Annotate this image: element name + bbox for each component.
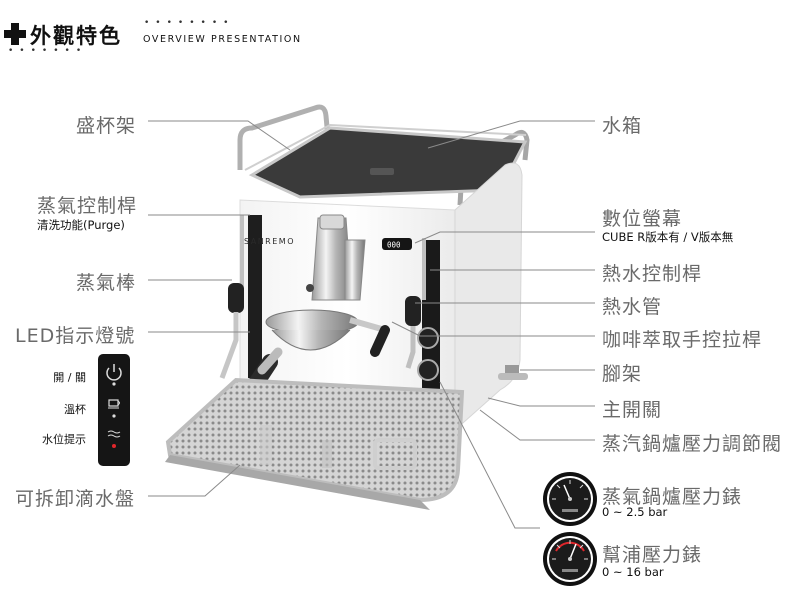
label-steam-wand: 蒸氣棒 [76, 272, 137, 294]
label-steam-lever-sub: 清洗功能(Purge) [37, 218, 125, 232]
boiler-gauge-icon [543, 472, 597, 526]
water-led [112, 444, 116, 448]
label-steam-lever: 蒸氣控制桿 [37, 195, 138, 217]
brand-text: SANREMO [244, 237, 295, 246]
led-label-power: 開 / 關 [53, 371, 86, 384]
cross-icon [4, 23, 26, 45]
pump-gauge-icon [543, 532, 597, 586]
section-title: 外觀特色 [30, 24, 122, 48]
led-panel [98, 354, 130, 466]
label-hot-water-pipe: 熱水管 [602, 296, 663, 318]
title-dots-top: •••••••• [144, 18, 235, 28]
cup-icon [108, 399, 120, 409]
svg-text:000: 000 [387, 241, 401, 250]
label-feet: 腳架 [602, 363, 643, 385]
section-subtitle: OVERVIEW PRESENTATION [143, 34, 302, 45]
title-dots-bottom: ••••••• [8, 46, 88, 56]
pump-gauge-range: 0 ~ 16 bar [602, 565, 664, 579]
label-hot-water-lever: 熱水控制桿 [602, 263, 703, 285]
label-main-switch: 主開關 [602, 399, 663, 421]
label-cup-rack: 盛杯架 [76, 115, 137, 137]
label-display-sub: CUBE R版本有 / V版本無 [602, 230, 734, 244]
label-pump-gauge: 幫浦壓力錶 [602, 544, 703, 566]
label-tank: 水箱 [602, 115, 643, 137]
power-icon [106, 364, 122, 381]
label-pressure-valve: 蒸汽鍋爐壓力調節閥 [602, 433, 783, 455]
led-label-cup: 溫杯 [64, 403, 86, 416]
boiler-gauge-range: 0 ~ 2.5 bar [602, 505, 668, 519]
digital-display [382, 238, 412, 250]
led-label-water: 水位提示 [42, 433, 86, 446]
label-handle-lever: 咖啡萃取手控拉桿 [602, 329, 763, 351]
label-led: LED指示燈號 [15, 325, 136, 347]
water-level-icon [107, 430, 121, 438]
label-drip-tray: 可拆卸滴水盤 [15, 488, 136, 510]
label-boiler-gauge: 蒸氣鍋爐壓力錶 [602, 486, 743, 508]
cup-rack-rail [237, 104, 333, 170]
label-display: 數位螢幕 [602, 208, 683, 230]
